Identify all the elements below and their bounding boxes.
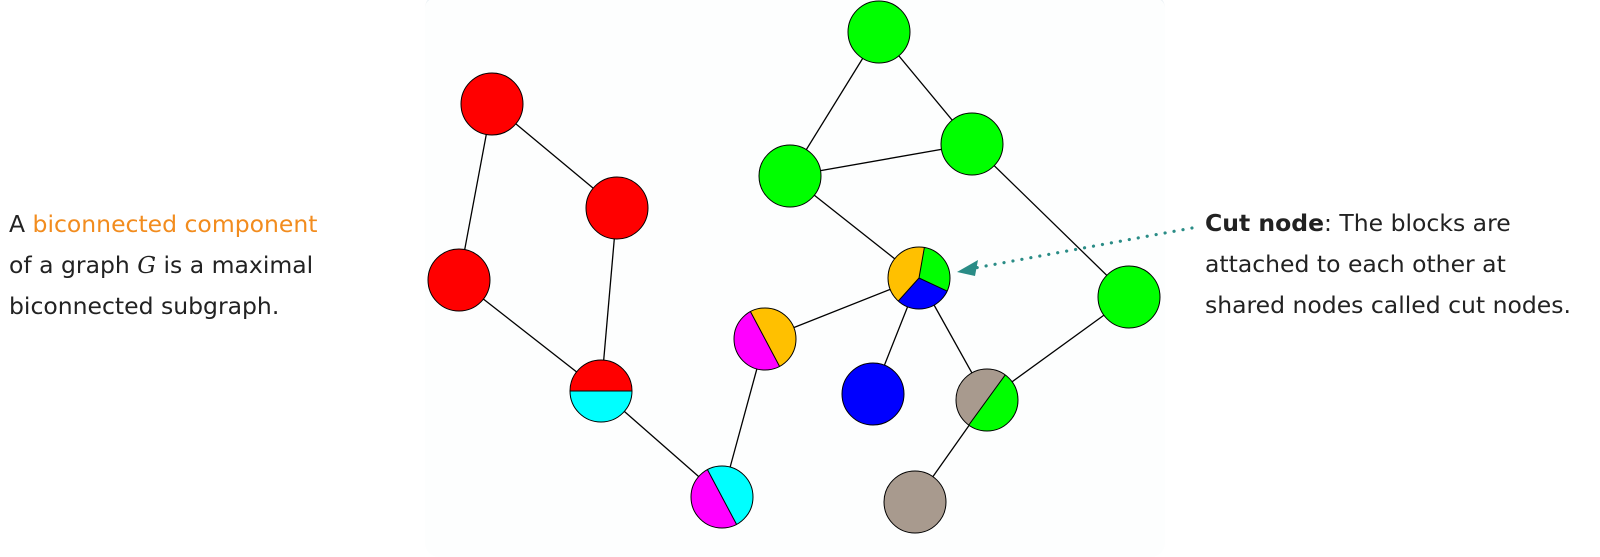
node-segment [887,246,925,302]
definition-prefix: A [9,210,33,238]
biconnected-component-term: biconnected component [32,210,318,238]
definition-graph-prefix: of a graph [9,251,138,279]
definition-line-1: A biconnected component [9,204,317,245]
node-outline [841,362,905,426]
node-segment [968,374,1018,431]
node-outline [758,144,822,208]
node-segment [919,247,950,292]
graph-symbol: G [137,251,157,279]
node-outline [847,0,911,64]
node-outline [427,248,491,312]
node-fill [842,363,904,425]
node-divider [918,247,925,279]
node-divider [968,374,1006,426]
cut-node-line-3: shared nodes called cut nodes. [1205,291,1571,319]
definition-graph-suffix: is a maximal [156,251,314,279]
node-fill [759,145,821,207]
node-outline [883,470,947,534]
nodes [427,0,1161,534]
node-segment [691,469,737,528]
edge-g3-g4 [971,143,1130,298]
node-fill [461,73,523,135]
node-outline [569,359,633,423]
cut-node-pointer-arrowhead [957,260,978,276]
cut-node-text: Cut node: The blocks are attached to eac… [1205,203,1571,326]
cut-node-line-1: Cut node: The blocks are [1205,203,1571,244]
edges [458,31,1130,503]
node-fill [586,177,648,239]
node-outline [585,176,649,240]
cut-node-line-2: attached to each other at [1205,250,1506,278]
node-divider [918,277,948,292]
node-outline [460,72,524,136]
node-outline [733,307,797,371]
node-segment [707,466,753,525]
node-r3 [427,248,491,312]
cut-node-heading: Cut node [1205,209,1325,237]
node-outline [887,246,951,310]
node-divider [897,277,920,302]
node-cm [690,465,754,529]
node-gt [955,368,1019,432]
diagram-panel [425,0,1165,557]
node-segment [570,360,632,391]
node-r2 [585,176,649,240]
node-fill [884,471,946,533]
node-g1 [847,0,911,64]
node-g4 [1097,265,1161,329]
node-outline [955,368,1019,432]
node-b1 [841,362,905,426]
node-divider [707,469,737,525]
node-g3 [940,112,1004,176]
node-fill [1098,266,1160,328]
node-divider [750,311,780,367]
node-om [733,307,797,371]
node-outline [690,465,754,529]
node-segment [570,391,632,422]
node-segment [956,369,1006,426]
node-r1 [460,72,524,136]
node-outline [940,112,1004,176]
node-segment [734,311,780,370]
node-fill [848,1,910,63]
cut-node-heading-suffix: : The blocks are [1324,209,1511,237]
node-t1 [883,470,947,534]
node-segment [750,308,796,367]
node-outline [1097,265,1161,329]
cut-node-pointer-arrow [962,226,1194,272]
definition-text: A biconnected component of a graph G is … [9,204,317,327]
definition-line-2: of a graph G is a maximal [9,245,317,286]
node-fill [941,113,1003,175]
definition-line-3: biconnected subgraph. [9,292,280,320]
node-g2 [758,144,822,208]
node-fill [428,249,490,311]
node-rc [569,359,633,423]
node-cut [887,246,951,310]
